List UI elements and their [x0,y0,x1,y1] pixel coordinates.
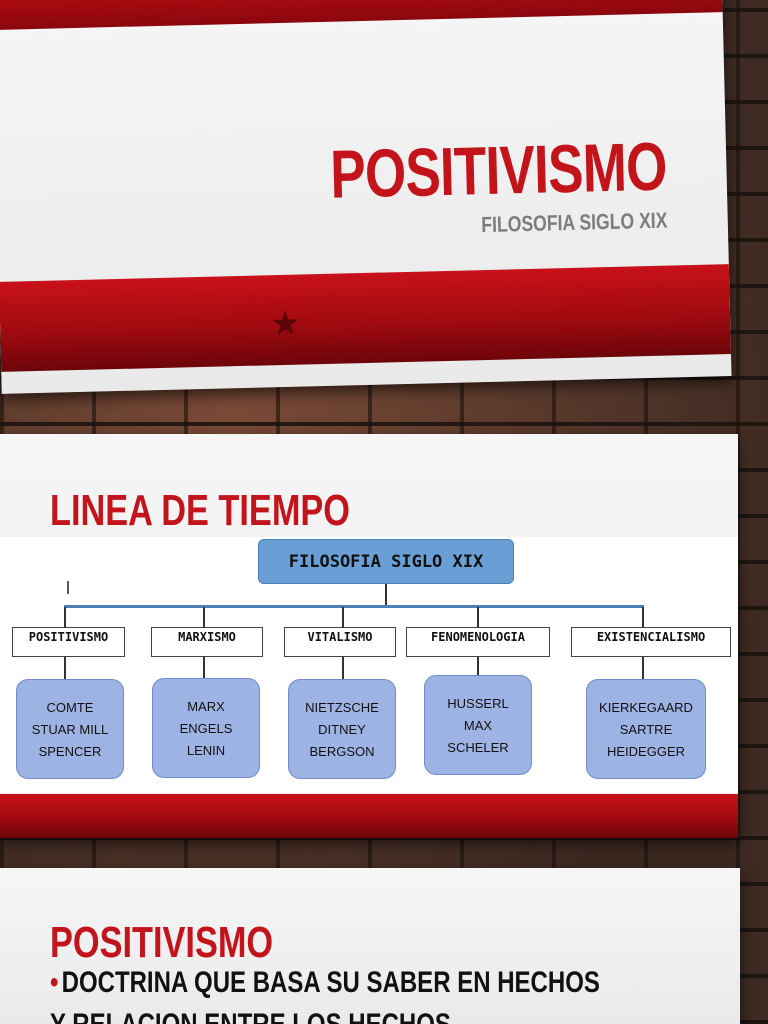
connector [342,657,344,679]
philosopher-name: STUAR MILL [31,721,109,737]
connector [477,657,479,677]
bullet-point: •DOCTRINA QUE BASA SU SABER EN HECHOS Y … [50,962,610,1024]
philosopher-name: SARTRE [619,721,673,737]
title-slide[interactable]: POSITIVISMO FILOSOFIA SIGLO XIX ★ [0,0,732,394]
category-box: POSITIVISMO [12,627,125,657]
slide-subtitle: FILOSOFIA SIGLO XIX [481,207,669,238]
category-box: VITALISMO [284,627,396,657]
slide-title: POSITIVISMO [329,128,668,213]
philosophers-box: NIETZSCHE DITNEY BERGSON [288,679,396,779]
philosopher-name: HUSSERL [447,695,509,711]
connector [64,607,66,627]
bottom-red-band [0,794,738,838]
branch-bar [64,605,644,608]
connector [642,657,644,679]
top-red-band [0,0,723,30]
philosopher-name: DITNEY [318,721,366,737]
philosophers-box: COMTE STUAR MILL SPENCER [16,679,124,779]
hierarchy-diagram: FILOSOFIA SIGLO XIX POSITIVISMO COMTE ST… [0,537,738,793]
philosopher-name: BERGSON [309,743,375,759]
bullet-icon: • [50,966,59,999]
connector [342,607,344,627]
philosopher-name: KIERKEGAARD [599,699,693,715]
cursor-mark [67,581,69,594]
philosopher-name: LENIN [186,742,226,758]
slide-heading: LINEA DE TIEMPO [50,486,351,535]
connector [477,607,479,627]
philosophers-box: KIERKEGAARD SARTRE HEIDEGGER [586,679,706,779]
star-icon: ★ [269,304,302,344]
category-box: EXISTENCIALISMO [571,627,731,657]
philosophers-box: MARX ENGELS LENIN [152,678,260,778]
philosopher-name: SCHELER [447,739,509,755]
connector [64,657,66,679]
content-slide[interactable]: POSITIVISMO •DOCTRINA QUE BASA SU SABER … [0,868,740,1024]
timeline-slide[interactable]: LINEA DE TIEMPO FILOSOFIA SIGLO XIX POSI… [0,434,738,838]
connector [642,607,644,627]
philosopher-name: ENGELS [179,720,233,736]
diagram-root-box: FILOSOFIA SIGLO XIX [258,539,514,584]
philosophers-box: HUSSERL MAX SCHELER [424,675,532,775]
philosopher-name: NIETZSCHE [305,699,379,715]
philosopher-name: COMTE [46,699,94,715]
bullet-text: DOCTRINA QUE BASA SU SABER EN HECHOS Y R… [50,966,600,1024]
philosopher-name: SPENCER [38,743,102,759]
philosopher-name: MAX [463,717,493,733]
category-box: FENOMENOLOGIA [406,627,550,657]
connector [385,584,387,606]
philosopher-name: HEIDEGGER [606,743,685,759]
category-box: MARXISMO [151,627,263,657]
bottom-red-band [0,264,732,372]
philosopher-name: MARX [187,698,225,714]
slide-heading: POSITIVISMO [50,918,274,967]
connector [203,657,205,679]
connector [203,607,205,627]
